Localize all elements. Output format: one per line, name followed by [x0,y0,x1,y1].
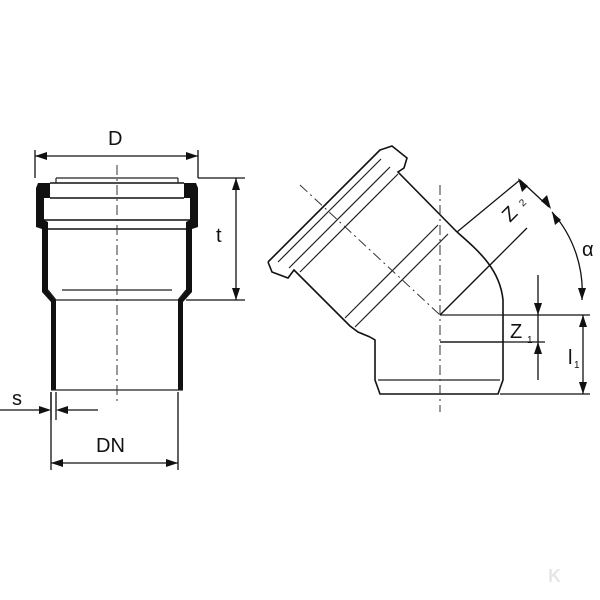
dimension-s: s [0,388,98,420]
dimension-D: D [34,128,199,178]
bend-fitting [267,145,504,412]
bend-body-outer [369,231,504,395]
label-s: s [12,388,22,410]
watermark-logo: K [548,566,561,586]
dimension-alpha: α [551,211,594,301]
dimension-Z2: Z 2 [439,178,551,316]
dimension-Z1: Z 1 [440,275,590,380]
socket-outline [44,182,190,230]
label-Z1-sub: 1 [527,335,533,346]
socket-inner [55,177,179,183]
bend-socket-outline [267,145,458,338]
label-Z2-sub: 2 [517,197,529,209]
label-t: t [216,225,222,247]
label-D: D [108,128,122,150]
bend-centerline-1 [299,184,441,316]
label-alpha: α [582,239,594,261]
pipe-wall-right [178,183,198,390]
straight-pipe-section [36,165,198,405]
dimension-DN: DN [50,392,179,470]
dimension-l1: l 1 [500,315,590,395]
label-l1-sub: 1 [574,360,580,371]
label-Z1: Z [510,321,522,343]
label-DN: DN [96,435,125,457]
pipe-wall-left [36,183,56,390]
bend-socket-rings [277,158,449,328]
label-l1: l [568,347,572,369]
label-Z2: Z [498,202,522,226]
dimension-t: t [186,177,245,301]
